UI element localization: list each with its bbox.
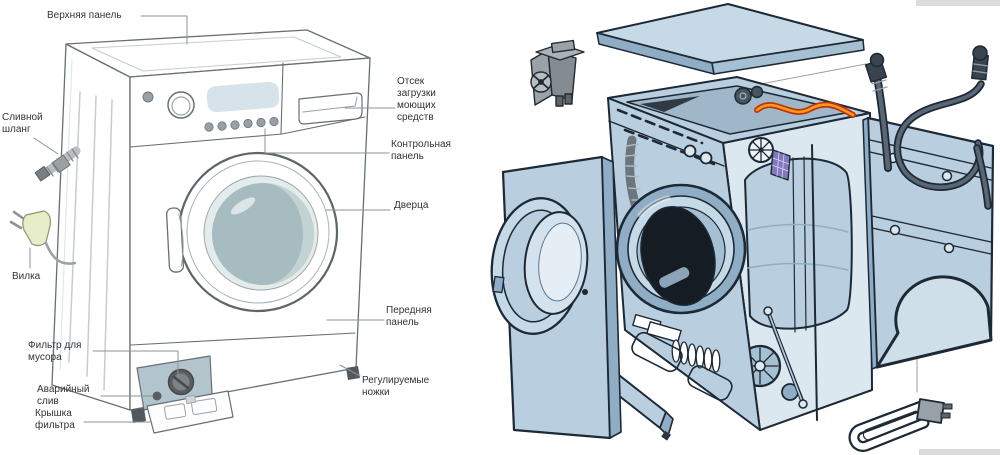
hose-end	[34, 165, 51, 182]
rail-dashes	[616, 108, 716, 166]
rim-shadow	[640, 96, 700, 112]
heater-terminal-1	[942, 403, 953, 410]
door-glass-inner	[538, 222, 582, 302]
top-lid	[596, 3, 865, 75]
power-button	[142, 91, 154, 103]
tub-band	[792, 156, 807, 333]
heating-hose-highlight	[754, 101, 856, 118]
side-panel-grooves	[68, 91, 113, 391]
control-panel-lower-edge	[129, 116, 366, 148]
door-latch	[582, 289, 588, 295]
fan-wheel	[748, 137, 774, 163]
display-window	[206, 81, 280, 113]
rail-knob-1	[683, 144, 697, 158]
plug-pin-2	[9, 220, 23, 230]
leader-lines	[29, 15, 396, 423]
counterweight-blocks	[632, 313, 682, 343]
filter-zone	[136, 355, 234, 434]
power-cable	[44, 241, 77, 265]
door-hinge	[492, 275, 505, 294]
drum-paddle	[659, 267, 690, 288]
tub	[744, 157, 853, 330]
door	[165, 151, 339, 313]
label-plug: Вилка	[12, 271, 41, 282]
heating-element	[848, 398, 953, 452]
panel-cutout-arc	[875, 275, 993, 369]
cabinet-frame	[607, 76, 873, 431]
filter-screen	[770, 149, 791, 181]
label-top-panel: Верхняя панель	[47, 10, 122, 21]
rear-post	[811, 144, 818, 421]
rail-knob-2	[699, 151, 713, 165]
door-handle	[165, 207, 185, 273]
panel-divider	[280, 62, 284, 135]
tub-curves	[747, 223, 849, 271]
door-assembly	[490, 197, 589, 335]
drain-hose	[34, 146, 81, 182]
label-control-panel: Контрольная панель	[391, 139, 451, 162]
door-gloss	[230, 197, 256, 215]
side-panel	[862, 116, 995, 370]
label-drain-hose: Сливной шланг	[2, 112, 43, 135]
label-door: Дверца	[394, 200, 429, 211]
left-line-drawing	[9, 15, 396, 434]
emergency-drain-button	[152, 391, 162, 401]
front-panel-with-door	[490, 155, 622, 440]
program-knob-inner	[171, 96, 191, 116]
drum-assembly	[615, 183, 747, 315]
top-panel-inset	[91, 36, 342, 72]
power-plug	[9, 210, 77, 265]
drain-bellows	[671, 339, 721, 373]
control-panel	[142, 81, 280, 132]
foot-right	[346, 366, 360, 380]
filter-cap-slot	[172, 375, 190, 390]
base-vent-slots	[631, 331, 733, 401]
cabinet-top-rim	[607, 76, 871, 144]
plug-pin-1	[12, 210, 26, 221]
edge-strip-top	[916, 0, 1000, 6]
flap-latch	[185, 394, 196, 404]
timer-module	[530, 39, 585, 107]
label-filter-cover: Крышка фильтра	[35, 408, 75, 431]
flap-detail-1	[163, 403, 187, 420]
label-detergent-compartment: Отсек загрузки моющих средств	[397, 76, 436, 123]
label-emergency-drain: Аварийный слив	[37, 384, 90, 407]
edge-strip-bottom	[919, 449, 1000, 455]
hose-coupling	[52, 154, 71, 173]
detergent-drawer	[298, 92, 363, 125]
foot-left	[131, 408, 146, 423]
plug-body	[22, 210, 51, 247]
option-buttons	[204, 116, 279, 132]
filter-cover-flap	[146, 390, 234, 434]
exploded-view	[490, 0, 1000, 455]
label-front-panel: Передняя панель	[386, 305, 432, 328]
inlet-hose-right	[893, 45, 992, 210]
heater-flange	[916, 398, 945, 424]
label-debris-filter: Фильтр для мусора	[28, 340, 82, 363]
inlet-hose-left	[864, 52, 892, 172]
kick-strip-foot	[661, 430, 671, 441]
shock-absorber	[763, 306, 808, 409]
inlet-hoses	[864, 45, 992, 210]
label-adjustable-feet: Регулируемые ножки	[362, 375, 430, 398]
kick-panel-line	[130, 332, 356, 346]
door-glass-highlight	[263, 183, 314, 285]
pump-unit	[734, 85, 764, 105]
side-panel-groove	[59, 59, 73, 371]
door-ring-inner-line	[186, 160, 330, 304]
heater-terminal-2	[940, 412, 951, 419]
flap-detail-2	[190, 397, 218, 416]
drum-gloss	[637, 195, 671, 218]
